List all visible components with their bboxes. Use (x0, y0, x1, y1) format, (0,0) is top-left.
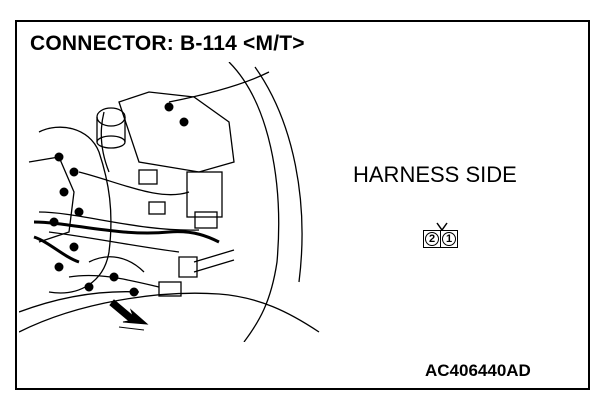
connector-pin-1: 1 (440, 230, 458, 248)
pin-number: 1 (442, 232, 456, 246)
figure-code: AC406440AD (425, 361, 531, 380)
connector-symbol: 2 1 (423, 222, 473, 252)
pointer-arrow (109, 299, 149, 325)
diagram-frame: CONNECTOR: B-114 <M/T> (15, 20, 590, 390)
connector-title: CONNECTOR: B-114 <M/T> (30, 32, 305, 55)
engine-bay-illustration (19, 62, 320, 342)
pin-number: 2 (425, 232, 439, 246)
harness-side-label: HARNESS SIDE (353, 162, 517, 187)
connector-pin-2: 2 (423, 230, 441, 248)
